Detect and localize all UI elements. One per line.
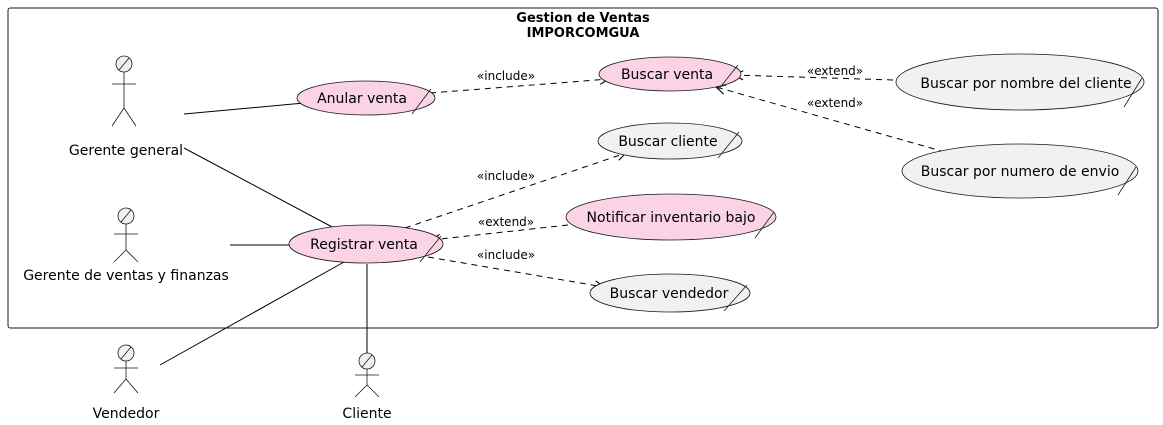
actor-cliente-label: Cliente xyxy=(342,406,391,422)
actor-cliente[interactable]: Cliente xyxy=(342,352,392,422)
actor-figure-icon xyxy=(354,352,380,398)
use-case-buscar-vendedor-label: Buscar vendedor xyxy=(610,286,729,302)
system-subtitle: IMPORCOMGUA xyxy=(527,26,640,41)
label-include-vendedor: «include» xyxy=(477,248,535,262)
system-title: Gestion de Ventas xyxy=(516,11,650,26)
include-registrar-buscar-vendedor xyxy=(427,256,604,287)
use-case-notificar-inventario[interactable]: Notificar inventario bajo xyxy=(565,193,777,241)
use-case-registrar-venta[interactable]: Registrar venta xyxy=(288,224,444,264)
label-include-anular: «include» xyxy=(477,69,535,83)
label-extend-nombre: «extend» xyxy=(807,64,863,78)
actor-figure-icon xyxy=(113,344,139,394)
actor-gerente-general[interactable]: Gerente general xyxy=(69,55,183,159)
use-case-anular-venta[interactable]: Anular venta xyxy=(296,80,436,116)
use-case-notificar-inventario-label: Notificar inventario bajo xyxy=(587,210,756,226)
label-extend-notificar: «extend» xyxy=(478,215,534,229)
actor-gerente-ventas[interactable]: Gerente de ventas y finanzas xyxy=(23,207,229,284)
actor-figure-icon xyxy=(111,55,137,127)
use-case-buscar-venta-label: Buscar venta xyxy=(621,67,713,83)
system-boundary: Gestion de Ventas IMPORCOMGUA xyxy=(7,7,1159,329)
extend-envio-buscar-venta xyxy=(716,87,946,153)
label-include-cliente: «include» xyxy=(477,169,535,183)
actor-vendedor[interactable]: Vendedor xyxy=(93,344,160,422)
use-case-buscar-nombre-cliente[interactable]: Buscar por nombre del cliente xyxy=(895,53,1145,111)
extend-nombre-buscar-venta xyxy=(734,75,894,81)
extend-notificar-registrar xyxy=(431,224,569,240)
use-case-buscar-numero-envio-label: Buscar por numero de envio xyxy=(921,164,1120,180)
use-case-buscar-cliente[interactable]: Buscar cliente xyxy=(597,122,743,160)
include-registrar-buscar-cliente xyxy=(404,153,626,229)
assoc-gerente-general-anular xyxy=(183,102,305,115)
label-extend-envio: «extend» xyxy=(807,96,863,110)
actor-vendedor-label: Vendedor xyxy=(93,406,160,422)
use-case-buscar-nombre-cliente-label: Buscar por nombre del cliente xyxy=(920,76,1131,92)
use-case-buscar-numero-envio[interactable]: Buscar por numero de envio xyxy=(901,143,1139,199)
actor-gerente-general-label: Gerente general xyxy=(69,143,183,159)
use-case-registrar-venta-label: Registrar venta xyxy=(310,237,418,253)
assoc-gerente-general-registrar xyxy=(183,147,335,229)
use-case-buscar-venta[interactable]: Buscar venta xyxy=(598,56,742,92)
use-case-anular-venta-label: Anular venta xyxy=(317,91,407,107)
actor-figure-icon xyxy=(113,207,139,263)
actor-gerente-ventas-label: Gerente de ventas y finanzas xyxy=(23,268,229,284)
use-case-buscar-cliente-label: Buscar cliente xyxy=(618,134,717,150)
assoc-vendedor-registrar xyxy=(159,261,345,366)
use-case-buscar-vendedor[interactable]: Buscar vendedor xyxy=(589,273,751,313)
include-anular-buscar-venta xyxy=(429,79,609,94)
